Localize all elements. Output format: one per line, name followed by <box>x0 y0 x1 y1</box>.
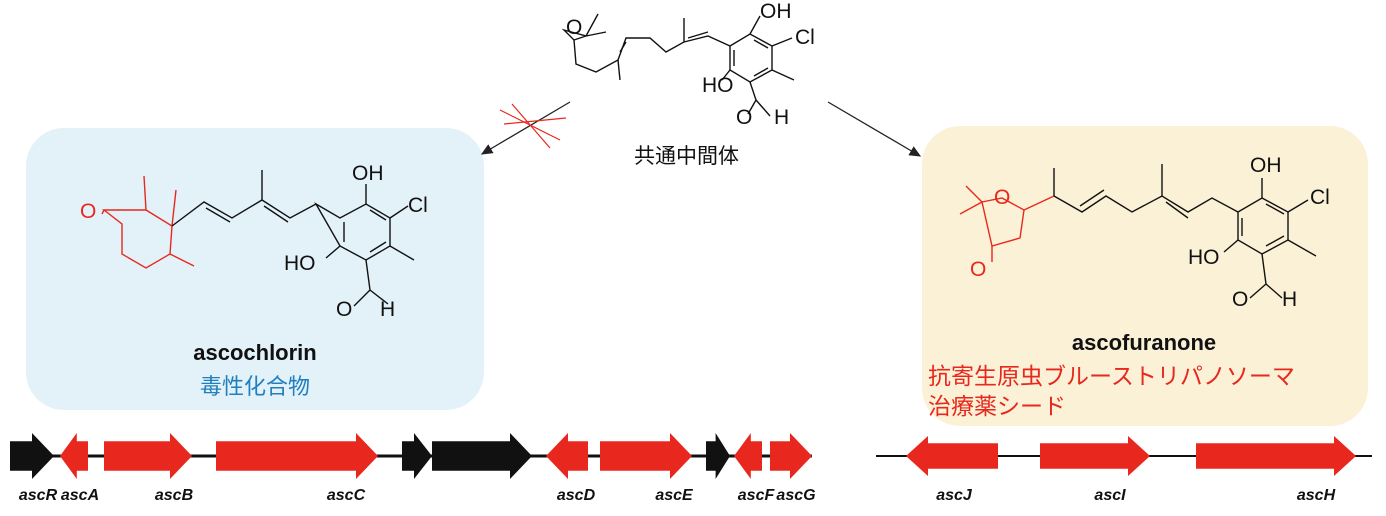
gene-label-ascG: ascG <box>776 487 815 504</box>
gene-arrow-ascJ <box>906 436 998 476</box>
ascochlorin-caption: 毒性化合物 <box>200 374 310 399</box>
gene-arrow-ascA <box>60 433 88 479</box>
gene-arrow-ascD <box>546 433 588 479</box>
ascofuranone-structure: O O OH Cl HO O H <box>959 154 1330 311</box>
chlorine: Cl <box>408 194 428 217</box>
aldehyde-hydrogen: H <box>774 106 789 129</box>
ketone-oxygen: O <box>80 200 96 223</box>
epoxide-oxygen: O <box>566 16 582 39</box>
ketone-oxygen: O <box>970 258 986 281</box>
intermediate-structure: O OH Cl HO O H <box>561 0 815 129</box>
gene-label-ascI: ascI <box>1094 487 1126 504</box>
gene-arrow <box>432 433 532 479</box>
gene-arrow <box>706 433 730 479</box>
gene-arrow-ascG <box>770 433 812 479</box>
gene-label-ascE: ascE <box>655 487 694 504</box>
gene-label-ascD: ascD <box>557 487 596 504</box>
gene-arrow-ascH <box>1196 436 1356 476</box>
hydroxyl: HO <box>702 74 734 97</box>
ascochlorin-structure: O OH Cl HO O H <box>80 162 428 321</box>
pathway-arrow <box>827 101 922 157</box>
chlorine: Cl <box>795 26 815 49</box>
hydroxyl: HO <box>284 252 316 275</box>
gene-arrow-ascC <box>216 433 378 479</box>
oh-top: OH <box>352 162 384 185</box>
gene-arrow-ascB <box>104 433 192 479</box>
intermediate-label: 共通中間体 <box>634 145 739 168</box>
ascofuranone-caption-line2: 治療薬シード <box>928 393 1066 419</box>
ascofuranone-name: ascofuranone <box>1072 330 1216 355</box>
ascofuranone-caption-line1: 抗寄生原虫ブルーストリパノソーマ <box>928 363 1295 389</box>
gene-label-ascR: ascR <box>19 487 58 504</box>
aldehyde-oxygen: O <box>1232 288 1248 311</box>
oh-top: OH <box>1250 154 1282 177</box>
gene-arrow-ascI <box>1040 436 1150 476</box>
blocked-arrow <box>480 101 571 155</box>
right-gene-cluster: ascJ ascI ascH <box>906 436 1356 504</box>
aldehyde-oxygen: O <box>736 106 752 129</box>
ring-oxygen: O <box>994 186 1010 209</box>
aldehyde-hydrogen: H <box>1282 288 1297 311</box>
aldehyde-hydrogen: H <box>380 298 395 321</box>
gene-label-ascB: ascB <box>155 487 193 504</box>
gene-label-ascA: ascA <box>61 487 99 504</box>
gene-label-ascJ: ascJ <box>936 487 973 504</box>
gene-label-ascH: ascH <box>1297 487 1336 504</box>
aldehyde-oxygen: O <box>336 298 352 321</box>
gene-label-ascF: ascF <box>738 487 776 504</box>
ascochlorin-name: ascochlorin <box>193 340 316 365</box>
gene-arrow-ascR <box>10 433 54 479</box>
gene-arrow <box>402 433 432 479</box>
ascochlorin-panel <box>26 128 484 410</box>
gene-label-ascC: ascC <box>327 487 366 504</box>
hydroxyl: HO <box>1188 246 1220 269</box>
blocked-cross-icon <box>499 103 567 149</box>
oh-top: OH <box>760 0 792 23</box>
gene-arrow-ascF <box>734 433 762 479</box>
chlorine: Cl <box>1310 186 1330 209</box>
gene-arrow-ascE <box>600 433 692 479</box>
ascofuranone-panel <box>922 126 1368 426</box>
